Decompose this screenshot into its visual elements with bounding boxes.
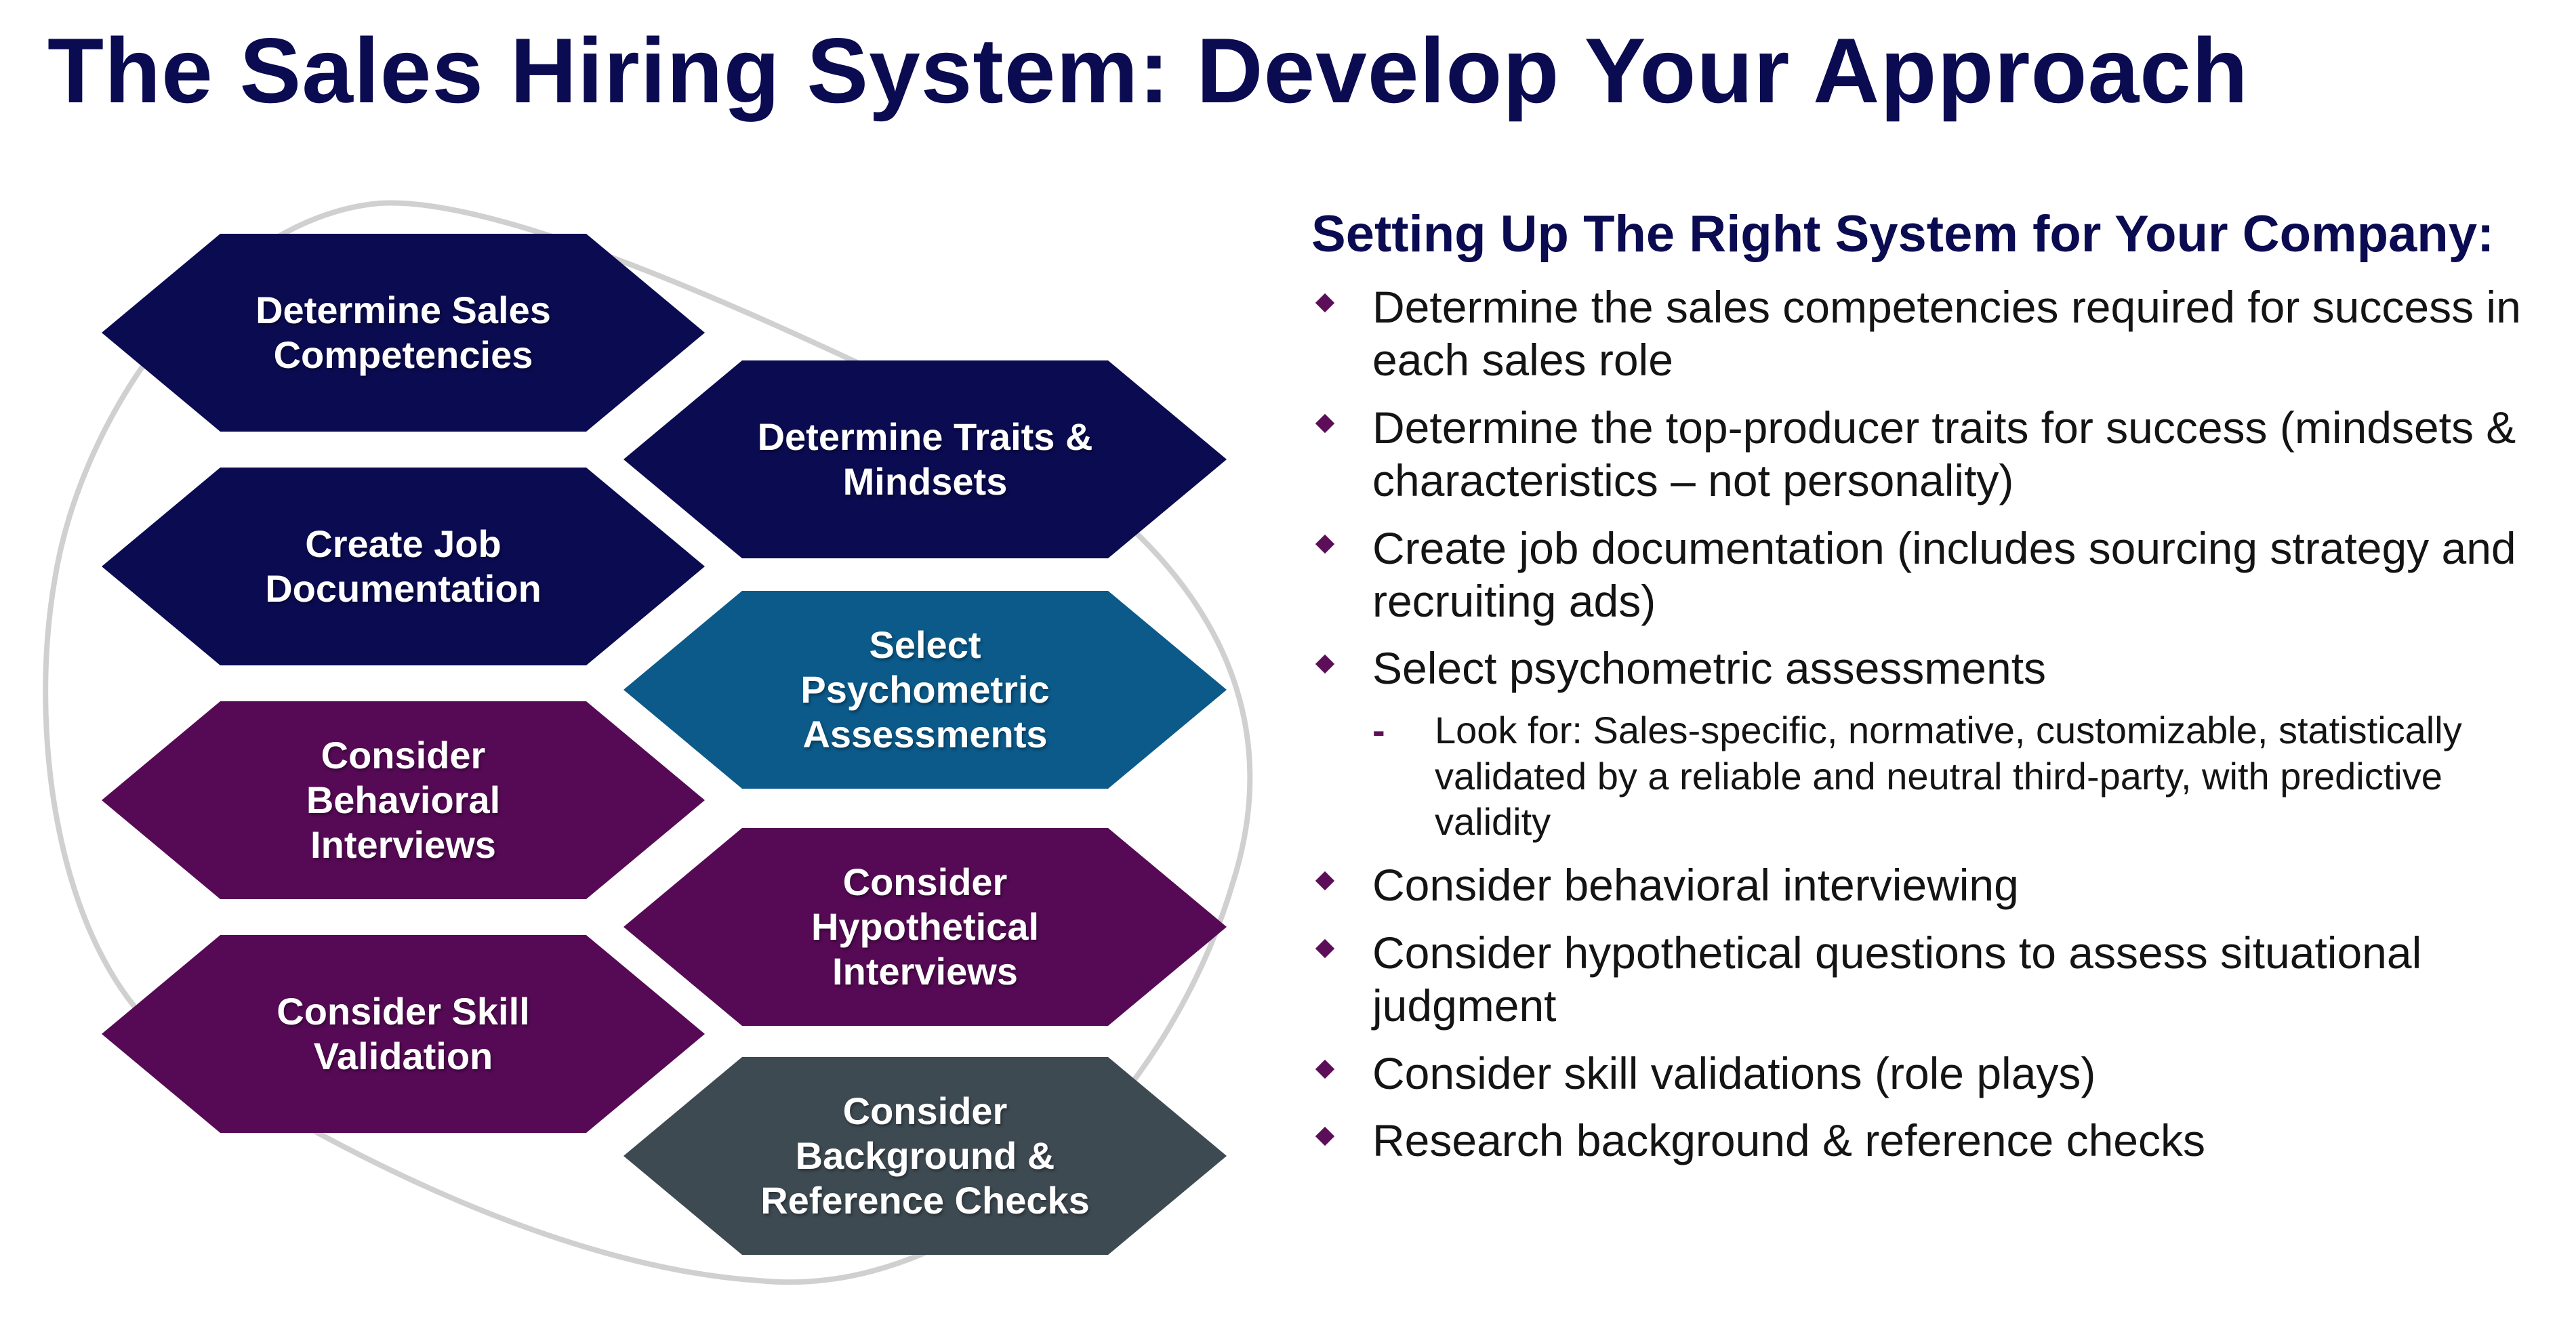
approach-panel: Setting Up The Right System for Your Com… xyxy=(1311,203,2558,1182)
diamond-bullet-icon xyxy=(1315,1127,1335,1146)
list-item-text: Consider hypothetical questions to asses… xyxy=(1372,927,2422,1031)
sub-list-item-text: Look for: Sales-specific, normative, cus… xyxy=(1435,709,2462,843)
list-item-text: Consider skill validations (role plays) xyxy=(1372,1048,2096,1098)
diamond-bullet-icon xyxy=(1315,534,1335,554)
diamond-bullet-icon xyxy=(1315,655,1335,674)
hexagon-consider-hypothetical-interviews xyxy=(623,828,1227,1026)
list-item: Create job documentation (includes sourc… xyxy=(1311,522,2558,628)
hexagon-determine-traits-mindsets xyxy=(623,360,1227,558)
diamond-bullet-icon xyxy=(1315,413,1335,434)
list-item: Consider hypothetical questions to asses… xyxy=(1311,927,2558,1033)
list-item-text: Create job documentation (includes sourc… xyxy=(1372,522,2516,626)
sub-list: - Look for: Sales-specific, normative, cu… xyxy=(1372,707,2558,844)
hexagon-determine-sales-competencies xyxy=(102,234,705,432)
hexagon-select-psychometric-assessments xyxy=(623,591,1227,789)
list-item: Determine the top-producer traits for su… xyxy=(1311,402,2558,507)
approach-list: Determine the sales competencies require… xyxy=(1311,281,2558,1167)
list-item-text: Research background & reference checks xyxy=(1372,1115,2205,1166)
diamond-bullet-icon xyxy=(1315,293,1335,313)
sub-list-item: - Look for: Sales-specific, normative, cu… xyxy=(1372,707,2558,844)
page-title: The Sales Hiring System: Develop Your Ap… xyxy=(47,19,2249,122)
hexagon-consider-skill-validation xyxy=(102,935,705,1133)
dash-bullet-icon: - xyxy=(1372,709,1385,752)
list-item: Select psychometric assessments - Look for… xyxy=(1311,642,2558,844)
list-item: Research background & reference checks xyxy=(1311,1115,2558,1167)
hexagon-consider-background-reference-checks xyxy=(623,1057,1227,1255)
diamond-bullet-icon xyxy=(1315,1059,1335,1079)
list-item: Consider behavioral interviewing xyxy=(1311,859,2558,912)
diamond-bullet-icon xyxy=(1315,938,1335,958)
hexagon-consider-behavioral-interviews xyxy=(102,701,705,899)
list-item-text: Select psychometric assessments xyxy=(1372,643,2047,694)
panel-heading: Setting Up The Right System for Your Com… xyxy=(1311,205,2495,263)
diagram-canvas xyxy=(43,200,1253,1285)
hexagon-create-job-documentation xyxy=(102,468,705,665)
list-item: Determine the sales competencies require… xyxy=(1311,281,2558,387)
list-item-text: Determine the sales competencies require… xyxy=(1372,282,2521,386)
list-item-text: Consider behavioral interviewing xyxy=(1372,859,2019,910)
list-item-text: Determine the top-producer traits for su… xyxy=(1372,402,2516,505)
diamond-bullet-icon xyxy=(1315,871,1335,891)
list-item: Consider skill validations (role plays) xyxy=(1311,1048,2558,1100)
